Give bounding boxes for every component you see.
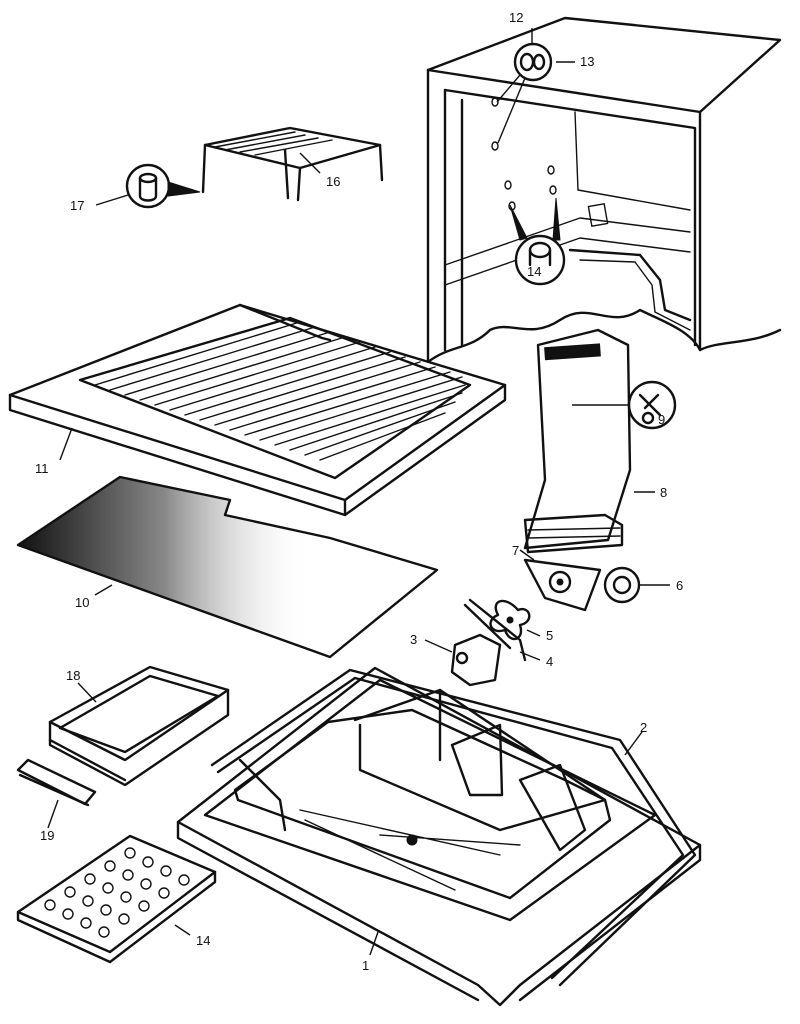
fan-blade-5 — [489, 599, 531, 641]
callout-16: 16 — [326, 174, 340, 189]
detail-circle-12-13 — [496, 42, 553, 144]
fan-motor-3 — [450, 598, 527, 687]
callout-7: 7 — [512, 543, 519, 558]
callout-1: 1 — [362, 958, 369, 973]
callout-4: 4 — [546, 654, 553, 669]
egg-tray-14 — [16, 834, 217, 964]
callout-13: 13 — [580, 54, 594, 69]
callout-6: 6 — [676, 578, 683, 593]
crisper-pan-18 — [48, 665, 230, 787]
callout-14-tray: 14 — [196, 933, 210, 948]
fan-bracket-7 — [523, 558, 602, 612]
callout-10: 10 — [75, 595, 89, 610]
shelf-11 — [8, 303, 507, 517]
callout-12: 12 — [509, 10, 523, 25]
callout-2: 2 — [640, 720, 647, 735]
callout-18: 18 — [66, 668, 80, 683]
shelf-support-16 — [201, 126, 384, 202]
detail-circle-14 — [509, 197, 566, 286]
leader-lines — [47, 28, 670, 956]
callout-11: 11 — [35, 461, 49, 476]
crisper-handle-19 — [16, 758, 97, 807]
gasket-2 — [210, 668, 697, 987]
liner-1 — [176, 666, 702, 1007]
callout-labels: 12 13 17 16 14 9 11 8 7 6 10 5 3 4 18 2 … — [35, 10, 683, 973]
detail-circle-6 — [603, 566, 641, 604]
callout-8: 8 — [660, 485, 667, 500]
detail-circle-9 — [572, 380, 677, 430]
callout-5: 5 — [546, 628, 553, 643]
callout-14-cabinet: 14 — [527, 264, 541, 279]
refrigerator-cabinet — [426, 16, 782, 364]
evaporator-cover-8 — [523, 328, 632, 554]
callout-19: 19 — [40, 828, 54, 843]
detail-circle-17 — [125, 163, 201, 209]
crisper-cover-10 — [16, 475, 439, 659]
callout-17: 17 — [70, 198, 84, 213]
callout-3: 3 — [410, 632, 417, 647]
callout-9: 9 — [658, 412, 665, 427]
